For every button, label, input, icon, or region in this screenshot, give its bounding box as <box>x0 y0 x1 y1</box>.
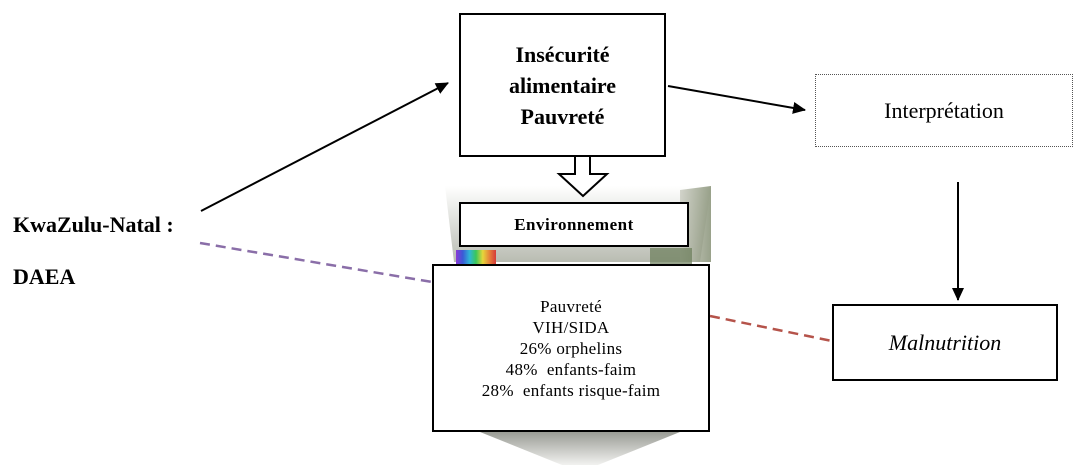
dashed-link-daea-to-stats <box>199 241 433 284</box>
insecurite-box: Insécurité alimentaire Pauvreté <box>459 13 666 157</box>
malnutrition-box: Malnutrition <box>832 304 1058 381</box>
dashed-link-stats-to-malnutrition <box>709 314 833 343</box>
arrow-kwazulu-to-insecurite <box>200 82 449 212</box>
stats-line-2: VIH/SIDA <box>532 317 610 337</box>
insecurite-line-3: Pauvreté <box>520 103 605 129</box>
stats-line-5: 28% enfants risque-faim <box>481 380 661 400</box>
stats-line-4: 48% enfants-faim <box>505 359 637 379</box>
insecurite-line-2: alimentaire <box>508 72 617 98</box>
malnutrition-label: Malnutrition <box>888 329 1002 355</box>
environnement-label: Environnement <box>514 214 634 234</box>
interpretation-box: Interprétation <box>815 74 1073 147</box>
arrow-insecurite-to-interpretation <box>667 85 806 114</box>
stats-box: Pauvreté VIH/SIDA 26% orphelins 48% enfa… <box>432 264 710 432</box>
insecurite-line-1: Insécurité <box>515 41 610 67</box>
daea-label: DAEA <box>13 264 76 289</box>
kwazulu-natal-label: KwaZulu-Natal : <box>13 212 174 237</box>
stats-line-3: 26% orphelins <box>519 338 623 358</box>
interpretation-label: Interprétation <box>884 97 1004 123</box>
stats-line-1: Pauvreté <box>540 296 602 316</box>
environnement-box: Environnement <box>459 202 689 247</box>
